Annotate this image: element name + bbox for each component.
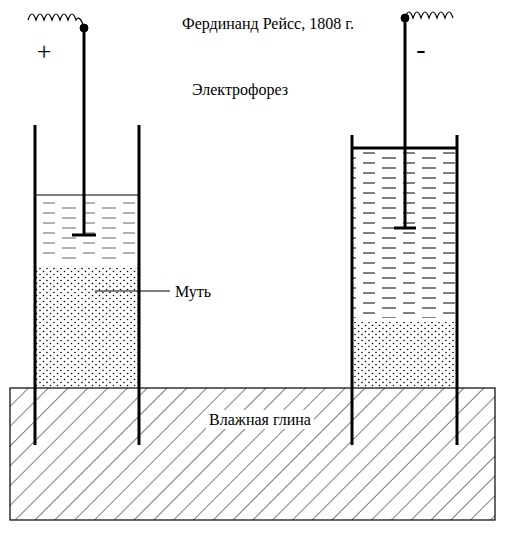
title: Фердинанд Рейсс, 1808 г. [182,14,354,33]
tube-walls [35,125,457,445]
electrodes [72,14,416,235]
left-water-lines [36,202,138,262]
left-water [36,196,138,266]
caption-label: Электрофорез [192,80,288,99]
left-mud [36,266,138,388]
left-water-surface [35,194,139,195]
clay-region: Влажная глина [10,388,495,520]
clay-ground [10,388,495,520]
polarity-sign: - [416,32,425,66]
leader-line [95,290,170,291]
polarity-sign: + [37,36,52,67]
right-mud [353,322,456,388]
callout-label: Муть [175,282,211,301]
region-label: Влажная глина [206,410,314,429]
